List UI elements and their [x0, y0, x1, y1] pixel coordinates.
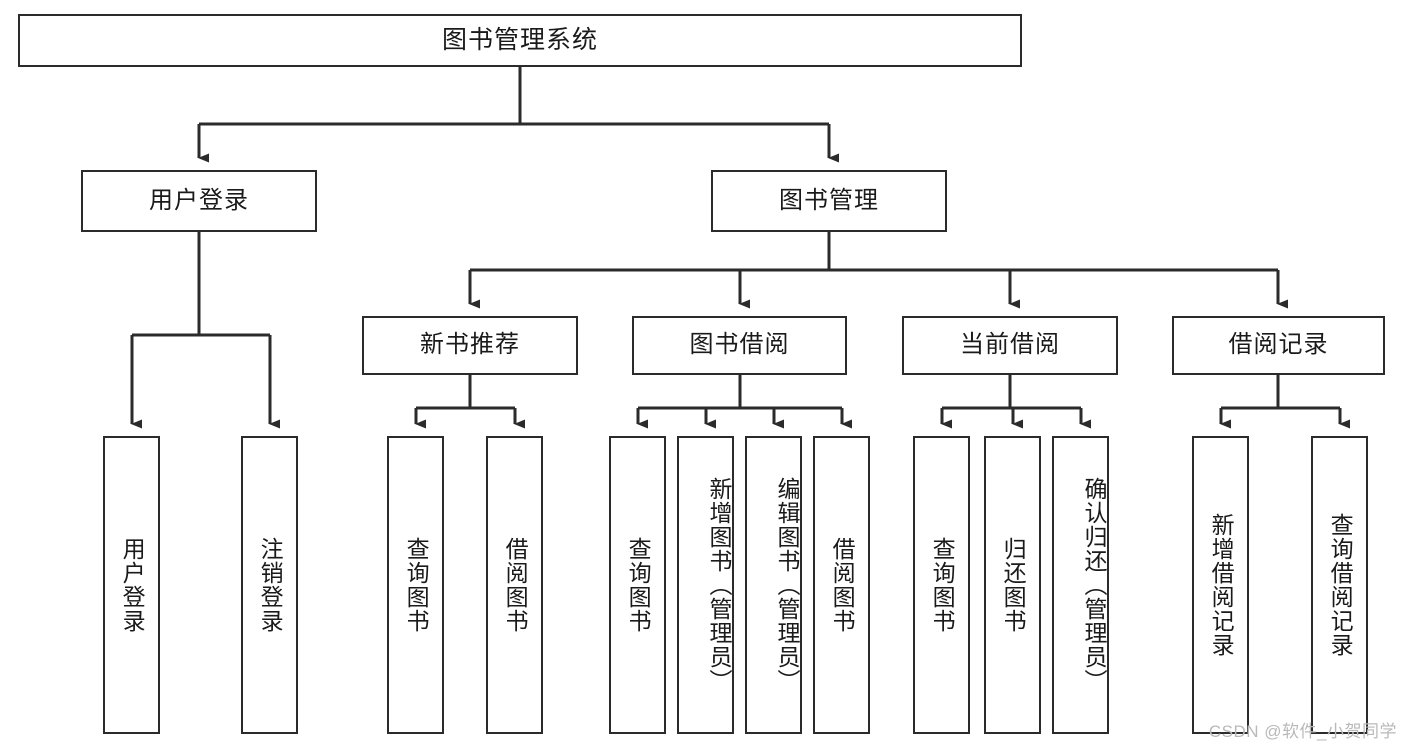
- node-leaf-user-login: 用户登录: [103, 436, 160, 734]
- node-leaf-return-book: 归还图书: [984, 436, 1041, 734]
- node-book-management-system: 图书管理系统: [18, 14, 1022, 67]
- node-leaf-add-book-admin: 新增图书（管理员）: [677, 436, 734, 734]
- node-leaf-query-borrow-record: 查询借阅记录: [1311, 436, 1368, 734]
- csdn-watermark: CSDN @软件_小贺同学: [1208, 722, 1397, 741]
- node-leaf-add-borrow-record: 新增借阅记录: [1192, 436, 1249, 734]
- node-borrow-record: 借阅记录: [1172, 316, 1385, 375]
- node-leaf-borrow-book: 借阅图书: [813, 436, 870, 734]
- node-leaf-logout: 注销登录: [241, 436, 298, 734]
- node-leaf-edit-book-admin: 编辑图书（管理员）: [745, 436, 802, 734]
- node-book-management: 图书管理: [711, 170, 947, 232]
- node-current-borrow: 当前借阅: [902, 316, 1118, 375]
- node-leaf-query-book-recommend: 查询图书: [387, 436, 444, 734]
- node-leaf-borrow-book-recommend: 借阅图书: [486, 436, 543, 734]
- node-leaf-query-book-borrow: 查询图书: [609, 436, 666, 734]
- node-leaf-query-book-current: 查询图书: [913, 436, 970, 734]
- node-new-book-recommend: 新书推荐: [362, 316, 578, 375]
- node-book-borrow: 图书借阅: [632, 316, 847, 375]
- node-leaf-confirm-return-admin: 确认归还（管理员）: [1052, 436, 1109, 734]
- node-user-login: 用户登录: [81, 170, 317, 232]
